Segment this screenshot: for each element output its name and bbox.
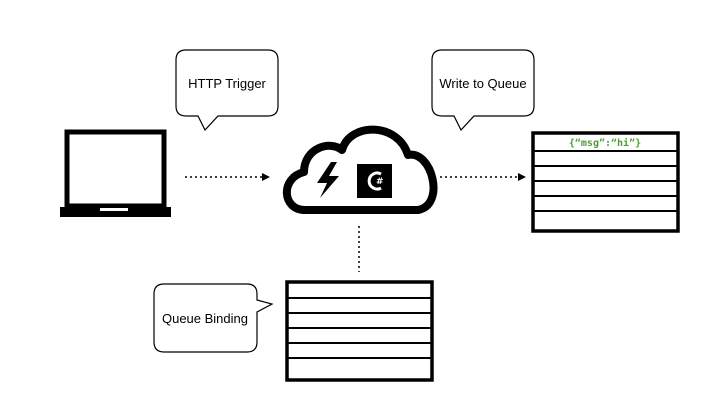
http-trigger-label: HTTP Trigger (188, 76, 266, 91)
http-trigger-bubble: HTTP Trigger (175, 49, 279, 132)
laptop-icon (60, 129, 171, 217)
connector-laptop-to-function (185, 173, 270, 181)
queue-binding-bubble: Queue Binding (153, 283, 274, 353)
csharp-icon: # (357, 164, 392, 198)
output-queue: {“msg”:“hi”} (531, 131, 680, 233)
write-to-queue-label: Write to Queue (439, 76, 526, 91)
write-to-queue-bubble: Write to Queue (431, 49, 535, 132)
csharp-badge-text: # (376, 177, 384, 187)
connector-function-to-queue (440, 173, 526, 181)
lightning-icon (317, 162, 339, 198)
queue-binding-label: Queue Binding (162, 311, 248, 326)
binding-queue (285, 280, 434, 382)
queue-message-text: {“msg”:“hi”} (569, 137, 641, 149)
function-cloud: # (282, 125, 438, 214)
